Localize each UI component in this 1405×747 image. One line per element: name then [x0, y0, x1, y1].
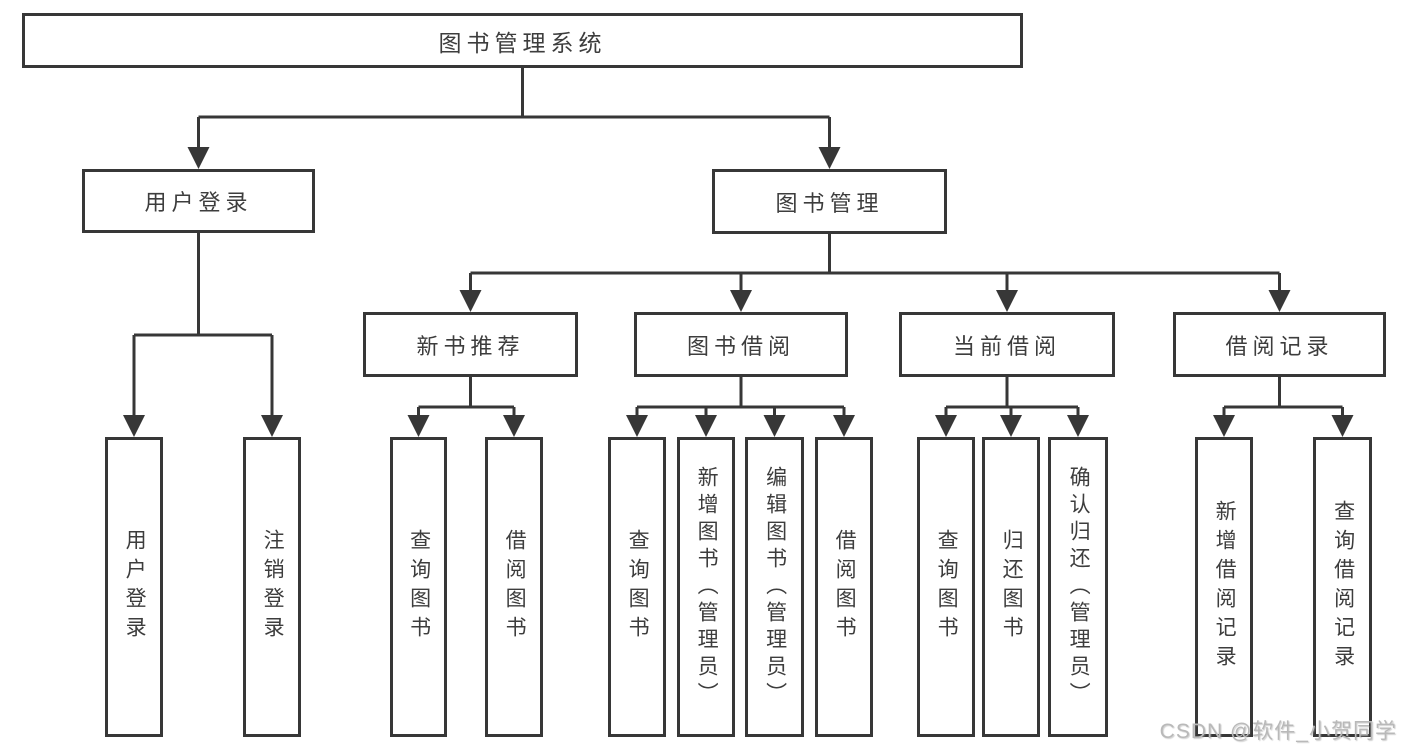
csdn-watermark: CSDN @软件_小贺同学: [1159, 720, 1397, 743]
node-user-login: 用户登录: [82, 169, 315, 233]
connectors-book-mgmt: [459, 234, 1291, 312]
leaf-logout: 注销登录: [243, 437, 301, 737]
leaf-borrow-borrow-books: 借阅图书: [815, 437, 873, 737]
node-borrow-records: 借阅记录: [1173, 312, 1386, 377]
node-new-book-recommend-label: 新书推荐: [416, 333, 525, 359]
connectors-book-borrow: [626, 377, 855, 437]
node-current-borrow: 当前借阅: [899, 312, 1115, 377]
node-current-borrow-label: 当前借阅: [952, 333, 1061, 359]
leaf-newbooks-borrow-books-label: 借阅图书: [503, 529, 527, 645]
leaf-current-return-books: 归还图书: [982, 437, 1040, 737]
connectors-borrow-records: [1213, 377, 1354, 437]
node-new-book-recommend: 新书推荐: [363, 312, 578, 377]
leaf-borrow-query-books: 查询图书: [608, 437, 666, 737]
leaf-borrow-add-books-admin: 新增图书（管理员）: [677, 437, 735, 737]
leaf-records-add-borrow-record-label: 新增借阅记录: [1213, 500, 1237, 674]
leaf-current-query-books-label: 查询图书: [935, 529, 959, 645]
node-root: 图书管理系统: [22, 13, 1023, 68]
node-book-borrow: 图书借阅: [634, 312, 848, 377]
leaf-borrow-query-books-label: 查询图书: [626, 529, 650, 645]
node-book-management-label: 图书管理: [775, 190, 884, 216]
leaf-borrow-add-books-admin-label: 新增图书（管理员）: [695, 465, 719, 709]
node-borrow-records-label: 借阅记录: [1225, 333, 1334, 359]
connectors-root: [187, 68, 841, 169]
leaf-borrow-edit-books-admin-label: 编辑图书（管理员）: [763, 465, 787, 709]
node-root-label: 图书管理系统: [438, 29, 607, 56]
node-book-borrow-label: 图书借阅: [686, 333, 795, 359]
leaf-borrow-edit-books-admin: 编辑图书（管理员）: [745, 437, 804, 737]
leaf-current-confirm-return-admin: 确认归还（管理员）: [1048, 437, 1108, 737]
leaf-current-confirm-return-admin-label: 确认归还（管理员）: [1067, 465, 1091, 709]
leaf-records-add-borrow-record: 新增借阅记录: [1195, 437, 1253, 737]
connectors-new-books: [407, 377, 525, 437]
leaf-user-login: 用户登录: [105, 437, 163, 737]
leaf-current-query-books: 查询图书: [917, 437, 975, 737]
leaf-borrow-borrow-books-label: 借阅图书: [833, 529, 857, 645]
leaf-newbooks-borrow-books: 借阅图书: [485, 437, 543, 737]
leaf-records-query-borrow-record-label: 查询借阅记录: [1331, 500, 1355, 674]
leaf-records-query-borrow-record: 查询借阅记录: [1313, 437, 1372, 737]
node-user-login-label: 用户登录: [144, 190, 253, 215]
leaf-newbooks-query-books: 查询图书: [390, 437, 447, 737]
node-book-management: 图书管理: [712, 169, 947, 234]
connectors-current-borrow: [935, 377, 1089, 437]
leaf-newbooks-query-books-label: 查询图书: [407, 529, 431, 645]
connectors-user-login: [123, 233, 283, 437]
leaf-logout-label: 注销登录: [261, 529, 285, 645]
leaf-current-return-books-label: 归还图书: [1000, 529, 1024, 645]
leaf-user-login-label: 用户登录: [123, 529, 147, 645]
